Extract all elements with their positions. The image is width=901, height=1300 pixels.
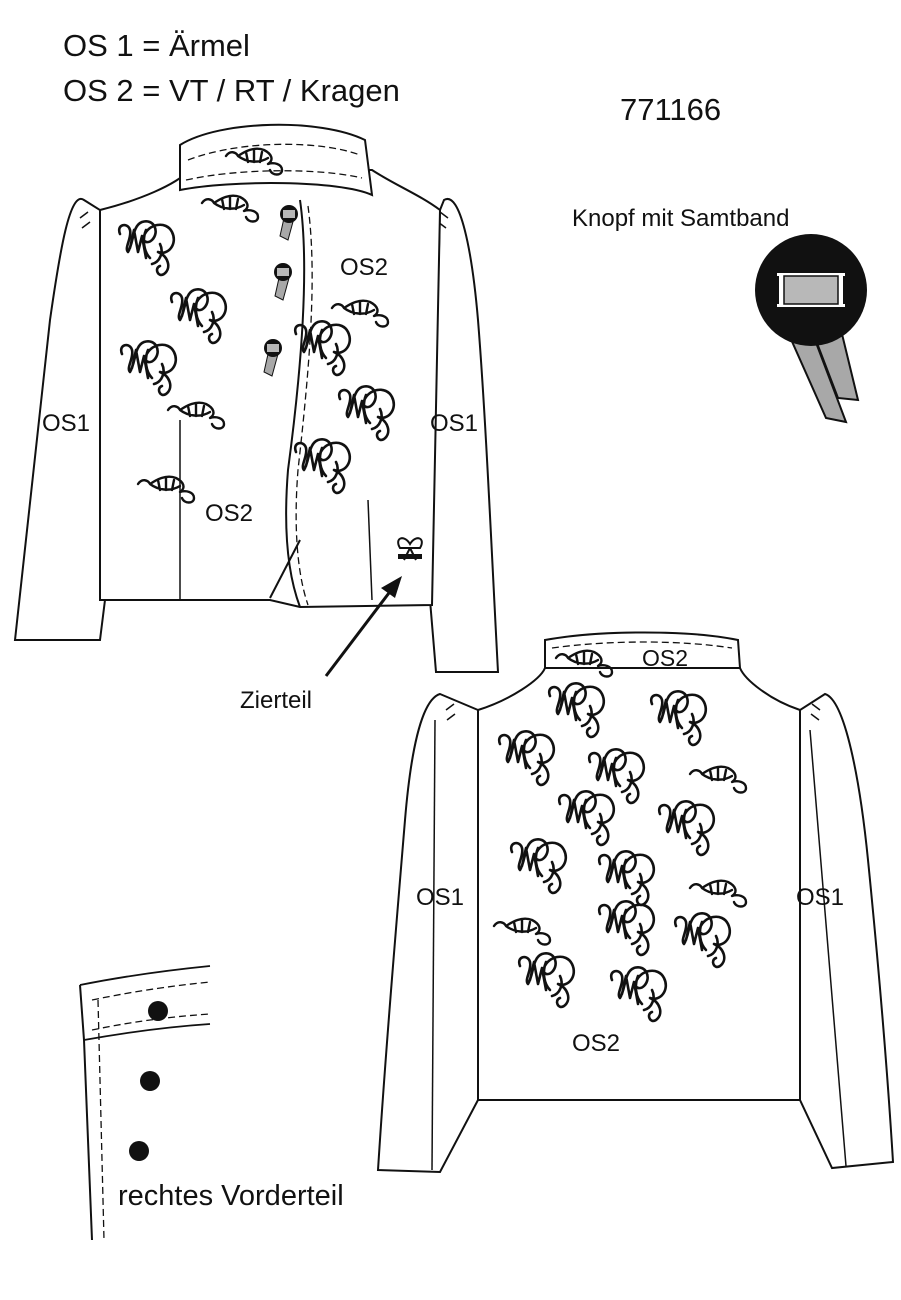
- back-right-sleeve: [799, 692, 895, 1170]
- zierteil-callout-label: Zierteil: [240, 687, 313, 714]
- front-collar: [179, 123, 374, 197]
- button-detail-title: Knopf mit Samtband: [572, 205, 790, 232]
- front-label-os1-left: OS1: [42, 410, 91, 437]
- front-button-1: [279, 205, 298, 241]
- back-jacket: [376, 631, 895, 1174]
- front-body: [99, 169, 442, 609]
- zierteil-bow: [397, 537, 423, 561]
- front-jacket: [13, 123, 500, 677]
- front-label-os2-top: OS2: [340, 254, 389, 281]
- front-detail-panel: [79, 965, 211, 1241]
- back-label-os1-right: OS1: [796, 884, 845, 911]
- legend-line-1: OS 1 = Ärmel: [63, 28, 250, 63]
- zierteil-arrow: [324, 576, 402, 677]
- front-button-2: [274, 263, 292, 301]
- front-left-sleeve: [13, 197, 107, 641]
- legend-line-2: OS 2 = VT / RT / Kragen: [63, 73, 400, 108]
- front-detail-label: rechtes Vorderteil: [118, 1180, 344, 1212]
- back-label-os2-collar: OS2: [642, 645, 689, 671]
- back-body: [477, 667, 801, 1101]
- article-number: 771166: [620, 92, 722, 127]
- detail-button-1: [148, 1001, 168, 1021]
- back-collar: [544, 631, 742, 669]
- detail-button-2: [140, 1071, 160, 1091]
- front-button-3: [263, 339, 282, 377]
- back-label-os1-left: OS1: [416, 884, 465, 911]
- detail-button-3: [129, 1141, 149, 1161]
- knopf-mit-samtband-detail: [755, 234, 867, 424]
- front-right-sleeve: [428, 197, 500, 673]
- front-label-os1-right: OS1: [430, 410, 479, 437]
- front-label-os2-bottom: OS2: [205, 500, 254, 527]
- back-label-os2-bottom: OS2: [572, 1030, 621, 1057]
- back-left-sleeve: [376, 692, 479, 1174]
